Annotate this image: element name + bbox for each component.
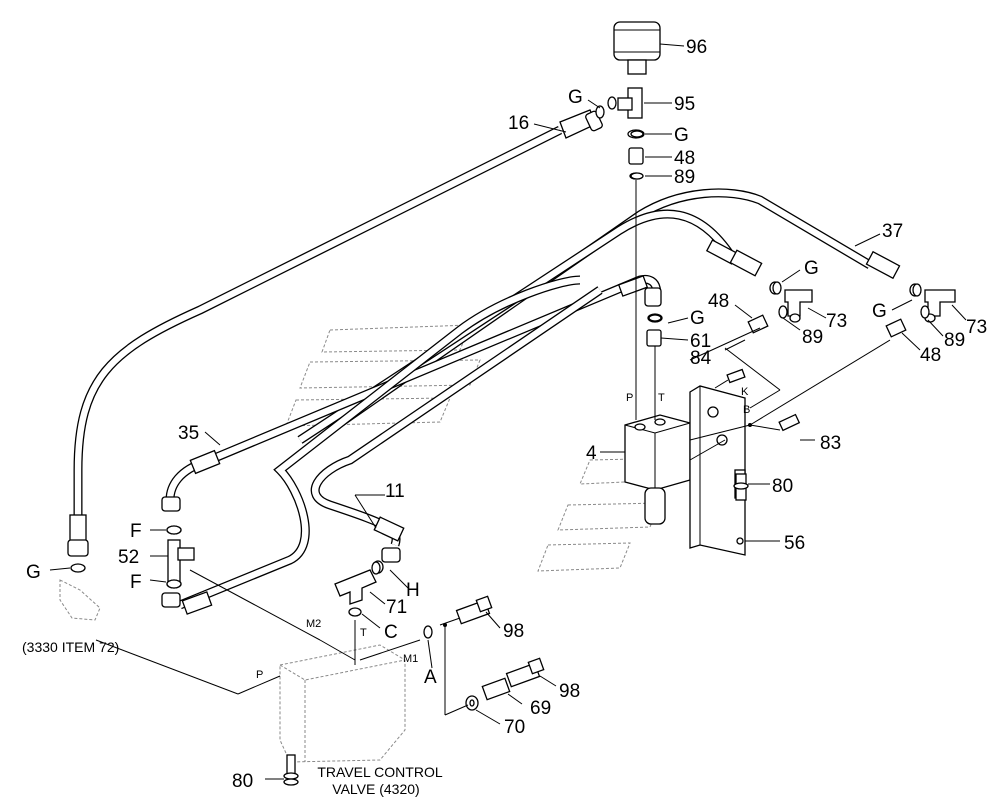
callout-48-mid: 48 <box>708 291 729 312</box>
bolt-83 <box>778 413 801 432</box>
port-m1: M1 <box>403 653 418 665</box>
notes: (3330 ITEM 72) TRAVEL CONTROL VALVE (432… <box>22 639 443 797</box>
callout-89-right: 89 <box>944 330 965 351</box>
leader-lines <box>49 43 967 780</box>
callout-83: 83 <box>820 433 841 454</box>
port-p-left: P <box>256 669 263 681</box>
callout-69: 69 <box>530 698 551 719</box>
port-b: B <box>743 404 750 416</box>
hose-16 <box>67 109 603 557</box>
callout-96: 96 <box>686 37 707 58</box>
hose-11 <box>161 275 603 615</box>
travel-control-valve <box>279 644 406 763</box>
callout-labels: 96 G 95 16 G 48 89 37 G 48 89 73 G 89 73… <box>26 37 987 792</box>
callout-98-top: 98 <box>503 621 524 642</box>
callout-73-right: 73 <box>966 317 987 338</box>
control-valve-4 <box>624 180 691 525</box>
callout-g-right: G <box>872 301 887 322</box>
port-labels: P T K B M2 T M1 P <box>256 386 750 681</box>
callout-48-right: 48 <box>920 345 941 366</box>
travel-control-valve-label-line2: VALVE (4320) <box>332 781 419 797</box>
callout-73-mid: 73 <box>826 311 847 332</box>
washer-70 <box>465 695 479 711</box>
bolt-84 <box>714 368 746 389</box>
callout-16: 16 <box>508 113 529 134</box>
bolt-80-bottom <box>283 754 299 786</box>
switch-98-a <box>455 595 493 625</box>
callout-95: 95 <box>674 94 695 115</box>
port-m2: M2 <box>306 618 321 630</box>
callout-g-top: G <box>568 87 583 108</box>
callout-h: H <box>406 580 420 601</box>
callout-4: 4 <box>586 443 597 464</box>
travel-control-valve-label-line1: TRAVEL CONTROL <box>317 764 442 780</box>
callout-a: A <box>424 667 437 688</box>
port-p-valve: P <box>626 392 633 404</box>
callout-c: C <box>384 622 398 643</box>
callout-80-bottom: 80 <box>232 771 253 792</box>
port-k: K <box>741 386 749 398</box>
callout-80-right: 80 <box>772 476 793 497</box>
bracket-56 <box>689 385 746 556</box>
callout-g-mid: G <box>804 258 819 279</box>
reference-note-3330: (3330 ITEM 72) <box>22 639 119 655</box>
callout-48-top: 48 <box>674 148 695 169</box>
callout-84: 84 <box>690 348 712 369</box>
callout-11: 11 <box>385 481 405 502</box>
hose-37 <box>297 188 901 444</box>
tee-52 <box>166 525 195 589</box>
callout-52: 52 <box>118 547 139 568</box>
adapter-69 <box>481 677 511 701</box>
callout-98-bottom: 98 <box>559 681 580 702</box>
port-t-valve: T <box>658 392 665 404</box>
callout-g-filter: G <box>674 125 689 146</box>
switch-98-b <box>505 657 545 688</box>
callout-g-left: G <box>26 562 41 583</box>
filter-96 <box>613 21 661 75</box>
callout-61: 61 <box>690 331 711 352</box>
callout-f-top: F <box>130 521 142 542</box>
o-rings <box>70 105 930 639</box>
callout-89-mid: 89 <box>802 327 823 348</box>
bolt-80-right <box>733 473 749 501</box>
callout-37: 37 <box>882 221 903 242</box>
callout-35: 35 <box>178 423 199 444</box>
callout-89-top: 89 <box>674 167 695 188</box>
schematic-lines <box>95 327 891 716</box>
callout-g-61: G <box>690 308 705 329</box>
callout-71: 71 <box>386 597 407 618</box>
callout-f-bottom: F <box>130 572 142 593</box>
callout-56: 56 <box>784 533 805 554</box>
callout-70: 70 <box>504 717 525 738</box>
port-t-tee: T <box>360 627 367 639</box>
adapter-48-mid <box>747 314 907 338</box>
hose-35 <box>161 274 662 512</box>
